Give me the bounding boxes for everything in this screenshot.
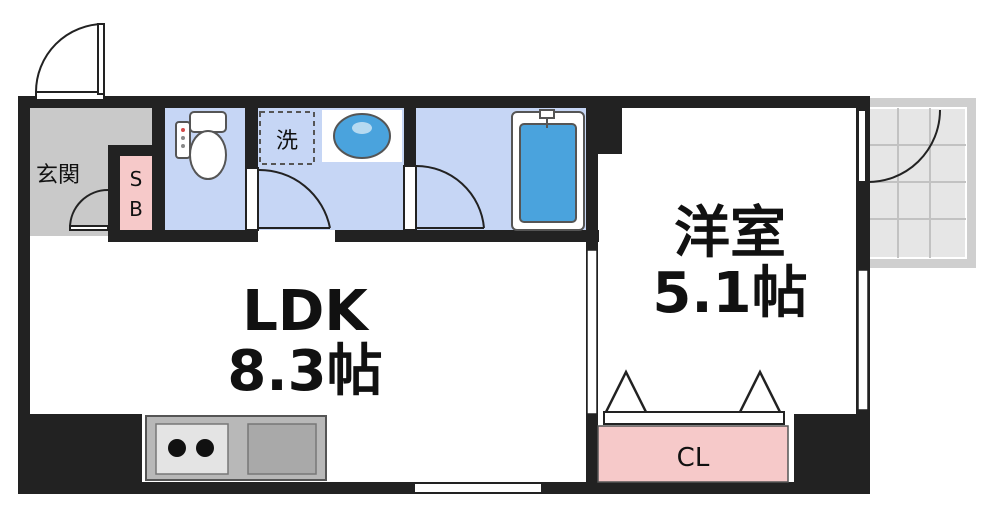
western-room-name: 洋室 <box>674 201 786 266</box>
shoe-box-label-top: S <box>130 167 143 191</box>
washer-space <box>259 111 315 165</box>
closet <box>597 425 789 483</box>
ldk-name: LDK <box>242 279 370 344</box>
balcony-door <box>857 109 941 184</box>
balcony-grid <box>868 108 966 258</box>
sink-icon <box>247 423 317 475</box>
stove-icon <box>155 423 229 475</box>
shoe-box <box>120 156 152 230</box>
window-bottom <box>413 482 543 494</box>
sliding-door <box>586 249 598 415</box>
washbasin-icon <box>322 110 402 162</box>
ldk-size: 8.3帖 <box>227 339 382 404</box>
western-room-size: 5.1帖 <box>652 261 807 326</box>
bath-door <box>403 164 485 231</box>
shoe-box-label-bottom: B <box>129 197 143 221</box>
washer-label: 洗 <box>276 129 298 154</box>
toilet-icon <box>175 111 227 180</box>
closet-doors <box>604 369 782 413</box>
closet-label: CL <box>677 443 710 473</box>
closet-door-track <box>603 411 785 425</box>
shoebox-door <box>69 189 109 231</box>
toilet-door <box>245 167 331 231</box>
entrance-label: 玄関 <box>36 163 80 188</box>
front-door <box>35 23 105 101</box>
western-room-floor <box>598 108 856 414</box>
window-right <box>857 269 869 411</box>
bathtub-icon <box>511 109 585 231</box>
